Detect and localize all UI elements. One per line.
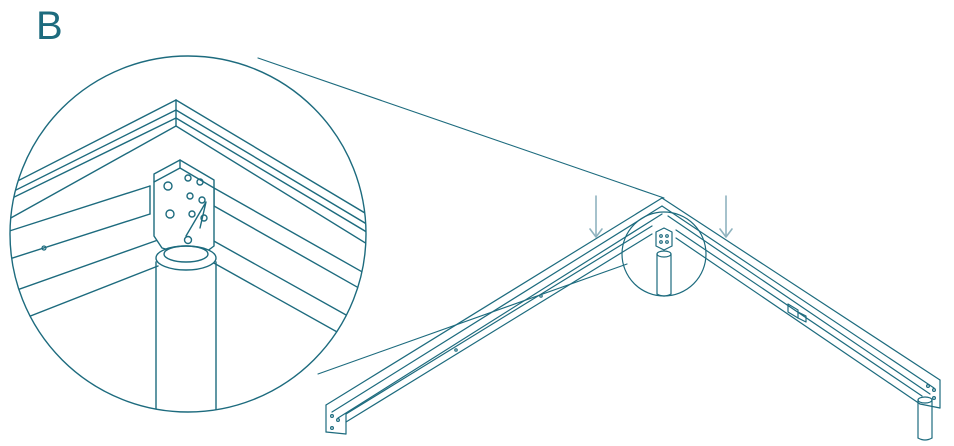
frame-end-bracket-left (330, 414, 341, 431)
detail-magnifier (9, 55, 367, 413)
frame-leg-right (917, 396, 933, 441)
frame-corner-bracket (655, 227, 673, 251)
callout-leader-lines (257, 57, 665, 375)
frame-rail-left (325, 197, 663, 435)
detail-circle-outline (9, 55, 367, 413)
down-arrow-icon (589, 195, 603, 238)
detail-frame-back (10, 99, 366, 253)
step-label: B (36, 4, 63, 48)
down-arrow-icon (719, 195, 733, 238)
detail-rail-right (211, 187, 366, 357)
detail-rail-left (10, 185, 159, 329)
frame-leg-front (656, 250, 672, 297)
leg-icon (155, 245, 217, 412)
zoom-circle (621, 211, 707, 297)
main-frame-assembly (325, 197, 941, 441)
frame-end-bracket-right (925, 384, 936, 401)
detail-screw-hole (41, 245, 47, 251)
corner-bracket-icon (153, 159, 215, 259)
frame-rail-right (661, 197, 941, 409)
